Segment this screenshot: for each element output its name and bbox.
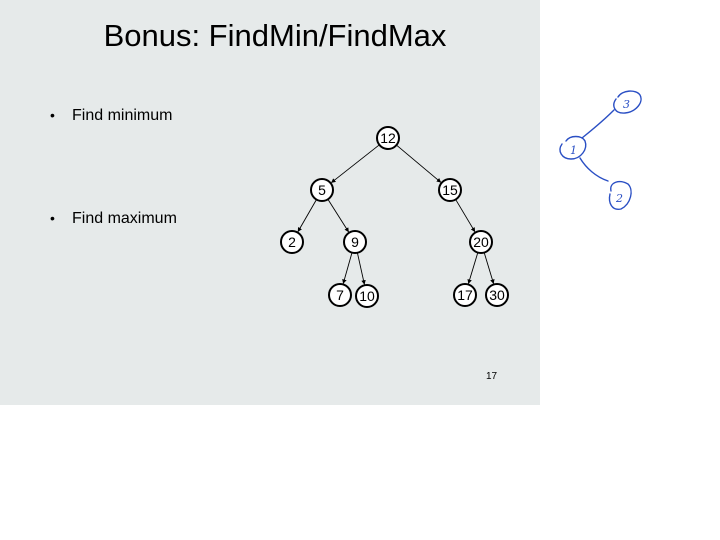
bullet-text: Find minimum bbox=[72, 107, 173, 124]
tree-node-label: 10 bbox=[359, 288, 375, 304]
tree-node: 2 bbox=[280, 230, 304, 254]
tree-edge-arrow bbox=[396, 144, 442, 183]
slide-title: Bonus: FindMin/FindMax bbox=[103, 18, 447, 53]
tree-edge-arrow bbox=[331, 144, 380, 183]
tree-node-circle bbox=[376, 126, 400, 150]
tree-node-circle bbox=[343, 230, 367, 254]
tree-node-circle bbox=[453, 283, 477, 307]
bullet-dot-icon: • bbox=[50, 210, 55, 226]
ink-node-circle bbox=[608, 180, 632, 210]
ink-node-label: 2 bbox=[615, 192, 623, 205]
tree-node-circle bbox=[310, 178, 334, 202]
tree-node-circle bbox=[469, 230, 493, 254]
tree-node-label: 5 bbox=[318, 182, 326, 198]
tree-node-circle bbox=[328, 283, 352, 307]
tree-node: 30 bbox=[485, 283, 509, 307]
tree-node: 9 bbox=[343, 230, 367, 254]
tree-node: 20 bbox=[469, 230, 493, 254]
tree-edge-arrow bbox=[327, 199, 349, 233]
tree-edge-arrow bbox=[342, 252, 353, 284]
ink-edge bbox=[579, 157, 609, 182]
tree-node-label: 12 bbox=[380, 130, 396, 146]
tree-edge-arrow bbox=[455, 199, 476, 233]
tree-node-label: 15 bbox=[442, 182, 458, 198]
ink-edge bbox=[581, 109, 615, 139]
bullet-dot-icon: • bbox=[50, 107, 55, 123]
tree-node-label: 30 bbox=[489, 287, 505, 303]
tree-node-label: 9 bbox=[351, 234, 359, 250]
ink-node-circle bbox=[559, 135, 587, 160]
bullet-find-minimum: • Find minimum bbox=[50, 107, 172, 125]
tree-node: 5 bbox=[310, 178, 334, 202]
tree-edge-arrow bbox=[356, 252, 366, 285]
tree-node-circle bbox=[355, 284, 379, 308]
ink-node-circle bbox=[613, 90, 642, 114]
handwritten-tree-annotation: 3 1 2 bbox=[559, 90, 642, 210]
tree-node: 7 bbox=[328, 283, 352, 307]
tree-edge-arrow bbox=[467, 252, 479, 284]
slide: Bonus: FindMin/FindMax • Find minimum • Fi… bbox=[0, 0, 540, 405]
tree-edge-arrow bbox=[483, 252, 495, 284]
tree-node: 15 bbox=[438, 178, 462, 202]
ink-node-label: 1 bbox=[570, 144, 577, 157]
tree-edge-arrow bbox=[297, 199, 317, 232]
page-number: 17 bbox=[486, 371, 498, 382]
bullet-find-maximum: • Find maximum bbox=[50, 210, 177, 228]
tree-node-label: 20 bbox=[473, 234, 489, 250]
tree-node: 10 bbox=[355, 284, 379, 308]
ink-node-label: 3 bbox=[623, 98, 630, 111]
tree-node-circle bbox=[280, 230, 304, 254]
binary-search-tree-diagram: 12 5 15 2 9 20 7 10 17 30 bbox=[280, 126, 509, 308]
bullet-text: Find maximum bbox=[72, 210, 177, 227]
tree-node: 17 bbox=[453, 283, 477, 307]
tree-node: 12 bbox=[376, 126, 400, 150]
tree-node-label: 7 bbox=[336, 287, 344, 303]
tree-node-label: 17 bbox=[457, 287, 473, 303]
tree-node-circle bbox=[485, 283, 509, 307]
tree-node-label: 2 bbox=[288, 234, 296, 250]
tree-node-circle bbox=[438, 178, 462, 202]
